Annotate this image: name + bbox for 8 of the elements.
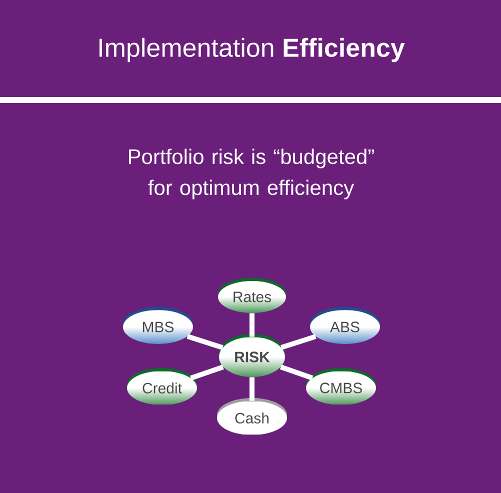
subtitle: Portfolio risk is “budgeted” for optimum efficiency [129, 148, 374, 200]
connector-line [186, 334, 224, 350]
connector-line [280, 334, 316, 350]
connector-line [280, 364, 314, 380]
connector-line [250, 313, 254, 337]
connector-line [190, 364, 224, 380]
title: Implementation Efficiency [100, 38, 405, 62]
connector-line [250, 377, 254, 401]
